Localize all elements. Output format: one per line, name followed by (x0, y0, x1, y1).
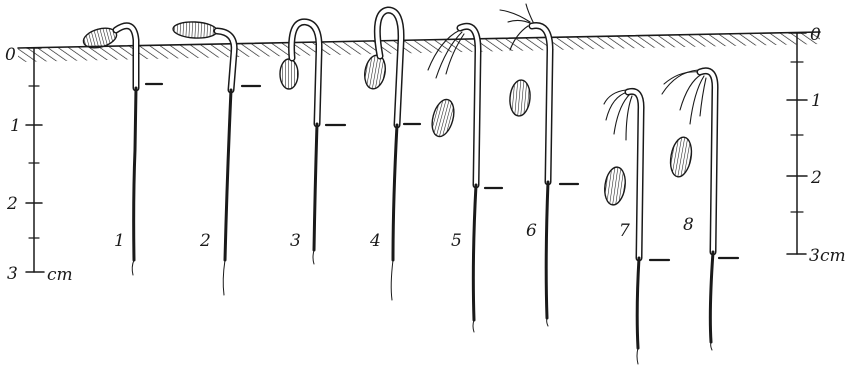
seed-coat (428, 97, 457, 139)
seedling-number: 8 (683, 215, 694, 235)
seedling-6: 6 (500, 4, 578, 326)
seed-coat (362, 54, 388, 91)
seedling-7: 7 (602, 90, 669, 364)
left-scale-tick-3: 3 (7, 264, 18, 284)
seedling-number: 3 (290, 231, 301, 251)
right-scale-tick-1: 1 (811, 91, 822, 111)
right-scale-tick-2: 2 (810, 168, 822, 188)
right-scale-unit: cm (820, 246, 846, 266)
seed-coat (280, 59, 298, 89)
left-scale-tick-2: 2 (6, 194, 18, 214)
left-scale-tick-0: 0 (5, 45, 16, 65)
seedling-3: 3 (280, 22, 345, 264)
right-scale: 0 1 2 3 cm (787, 25, 846, 266)
left-scale-tick-1: 1 (10, 116, 21, 136)
seed-coat (508, 79, 531, 117)
seedling-1: 1 (81, 25, 162, 275)
seedling-number: 1 (114, 231, 125, 251)
seed-coat (602, 166, 627, 206)
seed-coat (173, 21, 218, 39)
seedling-5: 5 (428, 26, 502, 332)
left-scale: 0 1 2 3 cm (5, 45, 73, 285)
right-scale-tick-0: 0 (810, 25, 821, 45)
seedling-8: 8 (662, 70, 738, 350)
right-scale-tick-3: 3 (809, 246, 820, 266)
seedling-number: 2 (199, 231, 211, 251)
seedling-number: 6 (526, 221, 537, 241)
seed-coat (668, 136, 695, 179)
seedling-number: 7 (619, 221, 630, 241)
seedling-number: 5 (451, 231, 462, 251)
seedling-2: 2 (173, 21, 260, 295)
left-scale-unit: cm (47, 265, 73, 285)
seedling-number: 4 (369, 231, 381, 251)
